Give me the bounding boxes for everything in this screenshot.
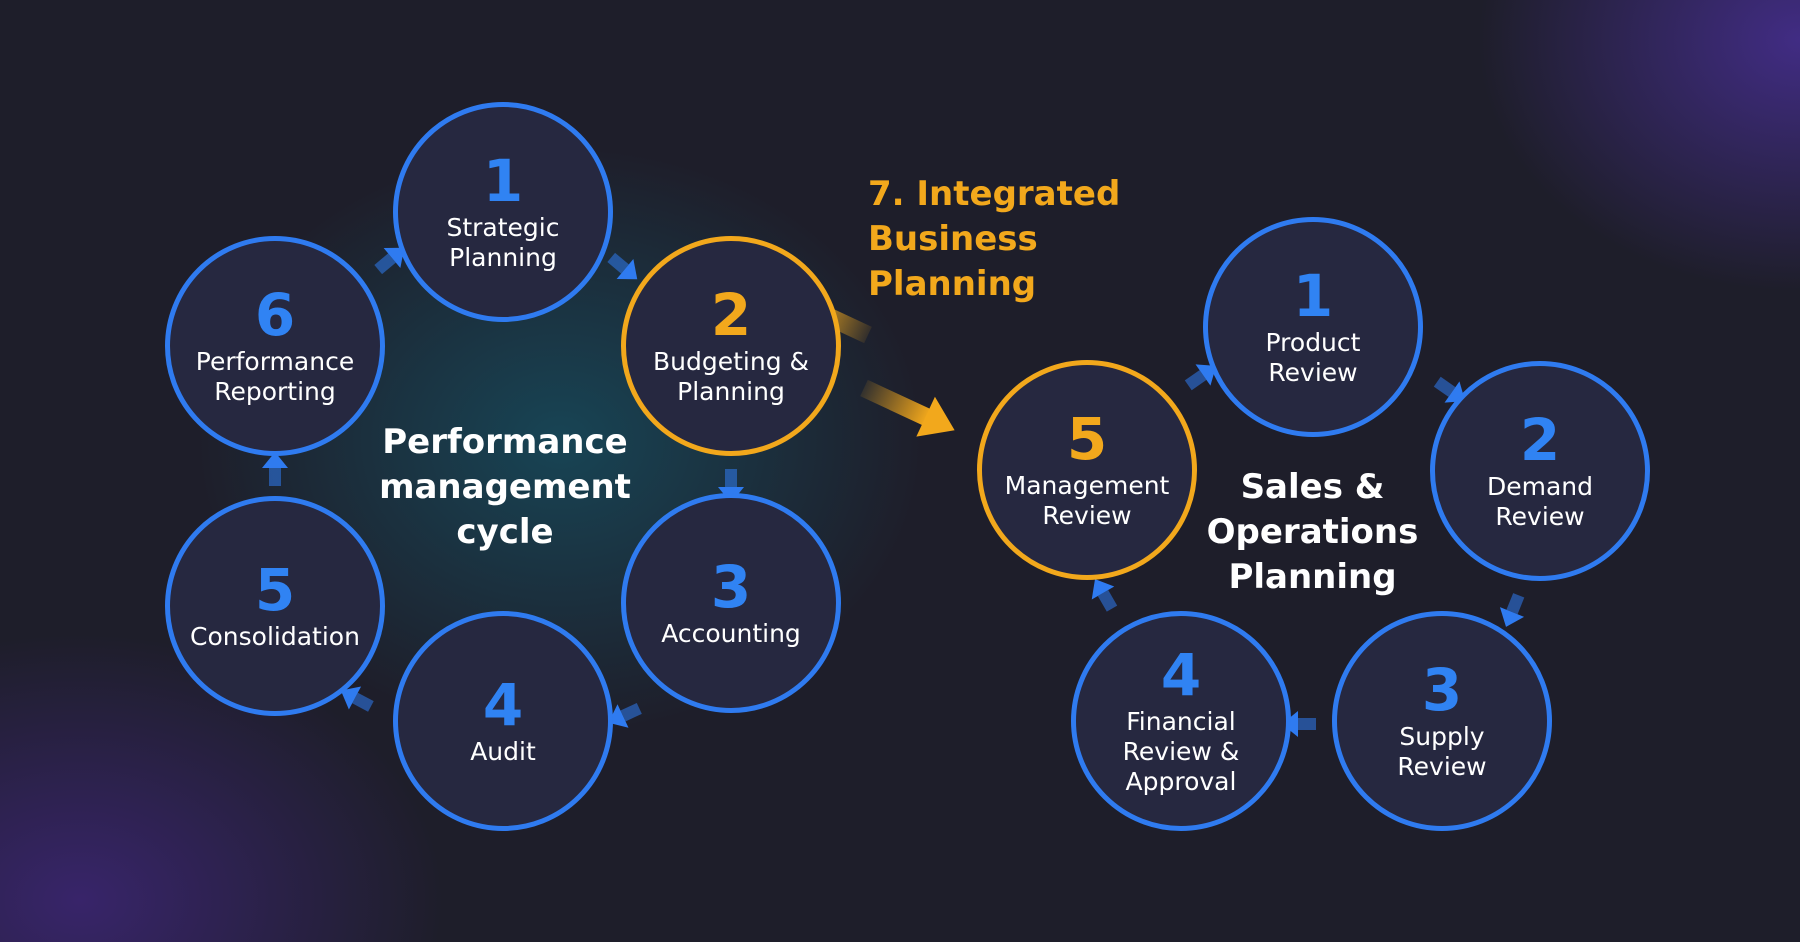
performance-cycle-title: Performance management cycle [379, 422, 631, 552]
sop-arrow-2-to-3 [1499, 593, 1525, 627]
step-label: Supply Review [1397, 722, 1487, 781]
perf-arrow-4-to-5 [340, 686, 374, 712]
step-label: Strategic Planning [446, 213, 560, 272]
perf-arrow-1-to-2 [607, 252, 638, 280]
perf-arrow-5-to-6 [262, 452, 288, 486]
step-number: 6 [254, 281, 296, 349]
perf-step-budgeting-planning: 2 Budgeting & Planning [621, 236, 841, 456]
step-number: 3 [710, 553, 752, 621]
step-label: Consolidation [190, 622, 360, 651]
step-label: Accounting [661, 619, 801, 648]
step-number: 4 [1160, 641, 1202, 709]
perf-step-strategic-planning: 1 Strategic Planning [393, 102, 613, 322]
step-number: 1 [482, 147, 524, 215]
perf-step-consolidation: 5 Consolidation [165, 496, 385, 716]
sop-step-management-review: 5 Management Review [977, 360, 1197, 580]
step-number: 4 [482, 671, 524, 739]
step-number: 5 [254, 556, 296, 624]
step-label: Performance Reporting [195, 347, 355, 406]
sop-step-financial-review-approval: 4 Financial Review & Approval [1071, 611, 1291, 831]
perf-step-audit: 4 Audit [393, 611, 613, 831]
step-number: 3 [1421, 656, 1463, 724]
step-label: Management Review [1004, 471, 1170, 530]
perf-arrow-3-to-4 [608, 702, 642, 728]
step-number: 5 [1066, 405, 1108, 473]
step-number: 1 [1292, 262, 1334, 330]
step-number: 2 [1519, 406, 1561, 474]
integrated-business-planning-title: 7. Integrated Business Planning [868, 174, 1121, 304]
step-label: Demand Review [1486, 472, 1594, 531]
step-label: Budgeting & Planning [652, 347, 810, 406]
sop-step-product-review: 1 Product Review [1203, 217, 1423, 437]
sop-cycle-title: Sales & Operations Planning [1206, 467, 1419, 597]
step-number: 2 [710, 281, 752, 349]
integration-arrow-to-management [860, 379, 955, 437]
step-label: Financial Review & Approval [1122, 707, 1240, 796]
perf-arrow-6-to-1 [374, 247, 405, 275]
step-label: Product Review [1265, 328, 1361, 387]
sop-arrow-4-to-5 [1091, 579, 1118, 612]
perf-step-performance-reporting: 6 Performance Reporting [165, 236, 385, 456]
sop-step-supply-review: 3 Supply Review [1332, 611, 1552, 831]
step-label: Audit [470, 737, 536, 766]
sop-step-demand-review: 2 Demand Review [1430, 361, 1650, 581]
perf-step-accounting: 3 Accounting [621, 493, 841, 713]
